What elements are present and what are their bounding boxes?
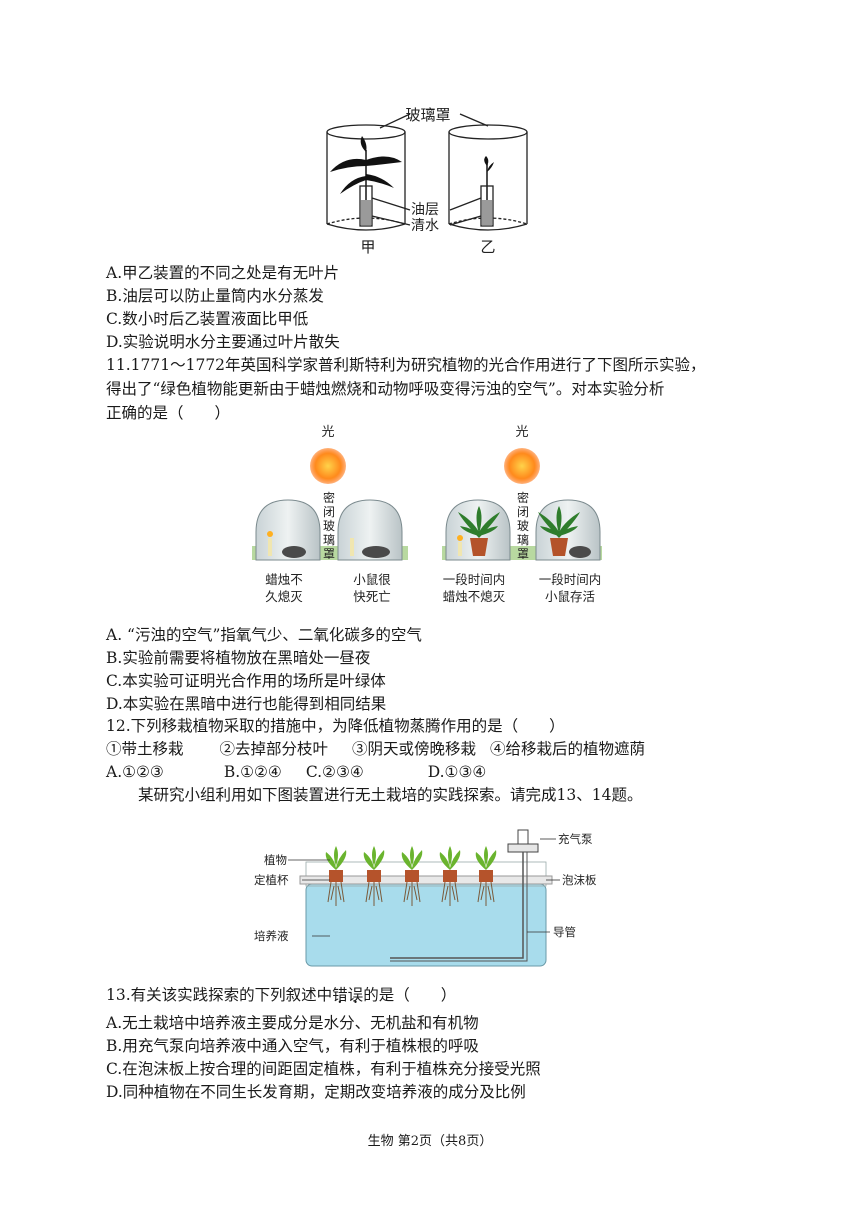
q13-emphasis: 错 — [332, 986, 348, 1004]
q12-option-c: C.②③④ — [305, 763, 364, 781]
label-air-pump: 充气泵 — [558, 832, 593, 846]
q13-14-intro: 某研究小组利用如下图装置进行无土栽培的实践探索。请完成13、14题。 — [138, 786, 643, 804]
page-footer: 生物 第2页（共8页） — [367, 1134, 493, 1149]
q10-option-c: C.数小时后乙装置液面比甲低 — [106, 310, 309, 328]
q13-option-c: C.在泡沫板上按合理的间距固定植株，有利于植株充分接受光照 — [106, 1060, 541, 1078]
q12-item: ③阴天或傍晚移栽 — [352, 740, 477, 758]
seal-char: 密 — [323, 490, 335, 505]
q12-item: ②去掉部分枝叶 — [219, 740, 329, 758]
q13-emphasis: 误 — [348, 986, 364, 1004]
mouse-icon — [362, 546, 390, 558]
q11-option-a: A. “污浊的空气”指氧气少、二氧化碳多的空气 — [106, 626, 422, 644]
seal-char: 罩 — [517, 547, 529, 561]
candle-icon — [458, 542, 462, 556]
seal-char: 璃 — [517, 533, 529, 547]
q12-option-a: A.①②③ — [106, 763, 164, 781]
q13-stem: 13.有关该实践探索的下列叙述中错误的是（ ） — [106, 984, 456, 1006]
potted-plant-icon — [550, 538, 568, 556]
caption-candle-lit: 蜡烛不熄灭 — [443, 589, 506, 604]
seal-char: 罩 — [323, 547, 335, 561]
air-pump-icon — [507, 843, 539, 853]
q11-option-d: D.本实验在黑暗中进行也能得到相同结果 — [106, 695, 387, 713]
q10-option-b: B.油层可以防止量筒内水分蒸发 — [106, 287, 324, 305]
q12-option-d: D.①③④ — [427, 763, 487, 781]
seal-char: 密 — [517, 490, 529, 505]
sun-icon — [504, 448, 540, 484]
label-light-right: 光 — [515, 425, 528, 440]
caption-mouse-lives: 一段时间内 — [539, 572, 602, 587]
air-tube — [390, 852, 524, 959]
q11-stem-line1: 11.1771～1772年英国科学家普利斯特利为研究植物的光合作用进行了下图所示… — [106, 356, 706, 374]
seal-char: 玻 — [517, 519, 529, 533]
label-glass-cover: 玻璃罩 — [405, 106, 450, 124]
q12-item: ④给移栽后的植物遮荫 — [490, 740, 646, 758]
caption-mouse-lives: 小鼠存活 — [545, 589, 595, 604]
q12-item: ①带土移栽 — [106, 740, 184, 758]
q13-option-a: A.无土栽培中培养液主要成分是水分、无机盐和有机物 — [106, 1014, 479, 1032]
label-plant: 植物 — [264, 853, 287, 867]
label-clear-water: 清水 — [411, 218, 439, 234]
label-nutrient-solution: 培养液 — [254, 929, 289, 943]
label-light-left: 光 — [321, 425, 334, 440]
q12-stem: 12.下列移栽植物采取的措施中，为降低植物蒸腾作用的是（ ） — [106, 717, 565, 735]
q12-option-b: B.①②④ — [223, 763, 282, 781]
caption-candle-lit: 一段时间内 — [443, 572, 506, 587]
q11-stem-line3: 正确的是（ ） — [106, 404, 231, 422]
mouse-icon — [282, 546, 306, 558]
seal-char: 闭 — [517, 505, 529, 519]
q11-option-b: B.实验前需要将植物放在黑暗处一昼夜 — [106, 649, 371, 667]
figure-priestley-experiment: 光 光 密 闭 玻 璃 罩 密 闭 玻 璃 罩 — [252, 425, 602, 604]
label-yi: 乙 — [480, 238, 495, 256]
plants-row — [325, 846, 497, 906]
label-oil-layer: 油层 — [411, 202, 439, 218]
q11-stem-line2: 得出了“绿色植物能更新由于蜡烛燃烧和动物呼吸变得污浊的空气”。对本实验分析 — [106, 380, 665, 398]
q13-option-d: D.同种植物在不同生长发育期，定期改变培养液的成分及比例 — [106, 1083, 526, 1101]
seal-char: 闭 — [323, 505, 335, 519]
label-planting-cup: 定植杯 — [254, 873, 289, 887]
q11-option-c: C.本实验可证明光合作用的场所是叶绿体 — [106, 672, 386, 690]
label-foam-board: 泡沫板 — [562, 873, 597, 887]
label-jia: 甲 — [360, 238, 375, 256]
q13-stem-part: 13.有关该实践探索的下列叙述中 — [106, 986, 333, 1004]
q10-option-d: D.实验说明水分主要通过叶片散失 — [106, 333, 340, 351]
potted-plant-icon — [470, 538, 488, 556]
candle-icon — [350, 538, 354, 556]
figure-glass-covers: 玻璃罩 油层 清水 甲 乙 — [326, 106, 528, 256]
figure-hydroponics: 植物 定植杯 培养液 充气泵 泡沫板 导管 — [254, 829, 597, 967]
label-tube: 导管 — [553, 925, 576, 939]
q13-stem-part: 的是（ ） — [363, 986, 457, 1004]
seal-char: 玻 — [323, 519, 335, 533]
mouse-icon — [569, 546, 591, 558]
sun-icon — [310, 448, 346, 484]
caption-candle-out: 久熄灭 — [265, 589, 303, 604]
candle-icon — [268, 538, 272, 556]
q13-option-b: B.用充气泵向培养液中通入空气，有利于植株根的呼吸 — [106, 1037, 479, 1055]
caption-mouse-dies: 小鼠很 — [353, 572, 391, 587]
caption-mouse-dies: 快死亡 — [353, 589, 391, 604]
caption-candle-out: 蜡烛不 — [265, 572, 303, 587]
q12-items: ①带土移栽 ②去掉部分枝叶 ③阴天或傍晚移栽 ④给移栽后的植物遮荫 — [106, 738, 645, 760]
q12-options: A.①②③ B.①②④ C.②③④ D.①③④ — [106, 761, 486, 783]
seal-char: 璃 — [323, 533, 335, 547]
q10-option-a: A.甲乙装置的不同之处是有无叶片 — [106, 264, 340, 282]
